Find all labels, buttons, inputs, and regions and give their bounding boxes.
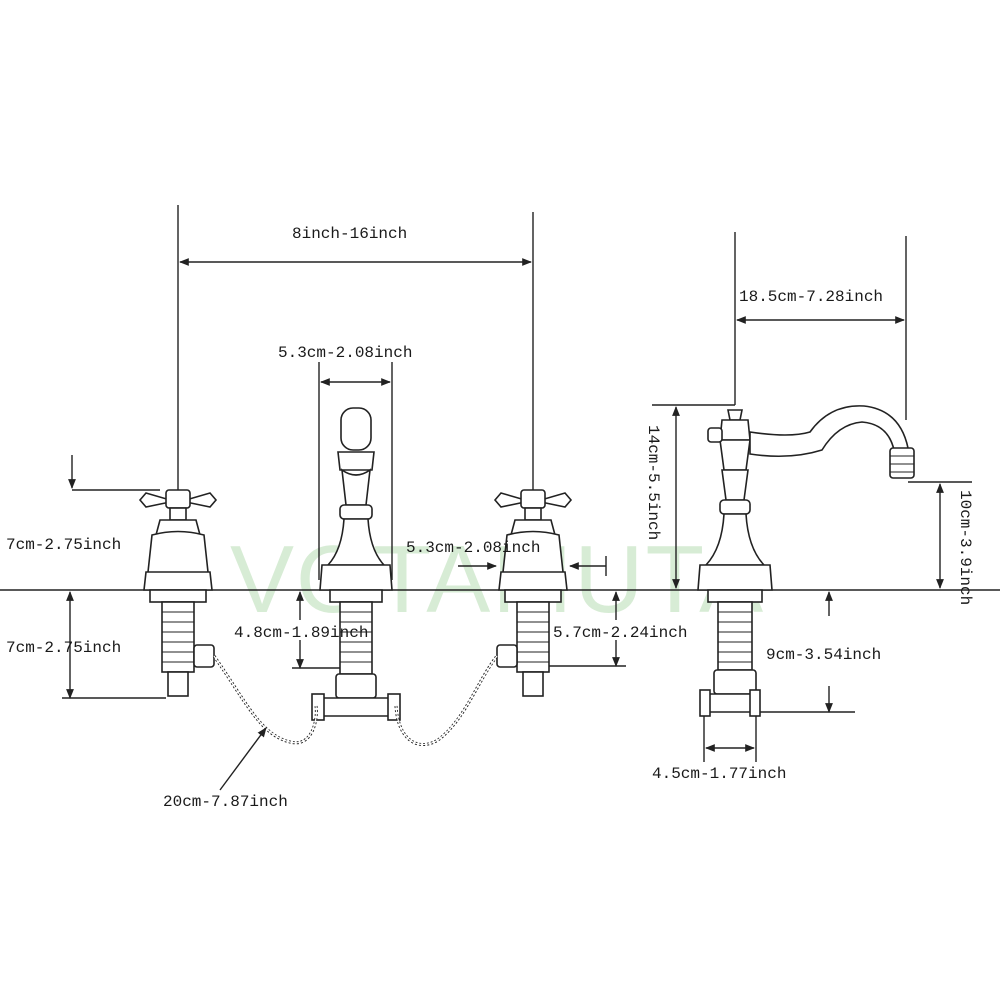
center-body [311,407,401,721]
spout-outlet-height-label: 10cm-3.9inch [956,490,974,605]
dimension-lines [62,258,972,791]
spout-height-label: 14cm-5.5inch [644,425,662,540]
spout-base-width-label: 5.3cm-2.08inch [278,344,412,362]
connecting-hoses [212,655,499,746]
spout-tee-width-label: 4.5cm-1.77inch [652,765,786,783]
spout-reach-label: 18.5cm-7.28inch [739,288,883,306]
handle-base-width-label: 5.3cm-2.08inch [406,539,540,557]
spout-shank-length-label: 9cm-3.54inch [766,646,881,664]
hose-length-label: 20cm-7.87inch [163,793,288,811]
gooseneck-spout [697,232,915,717]
right-cross-handle [493,212,573,697]
left-cross-handle [138,205,218,697]
handle-shank-length-label: 7cm-2.75inch [6,639,121,657]
center-shank-length-label: 4.8cm-1.89inch [234,624,368,642]
center-spacing-label: 8inch-16inch [292,225,407,243]
right-shank-length-label: 5.7cm-2.24inch [553,624,687,642]
handle-height-label: 7cm-2.75inch [6,536,121,554]
